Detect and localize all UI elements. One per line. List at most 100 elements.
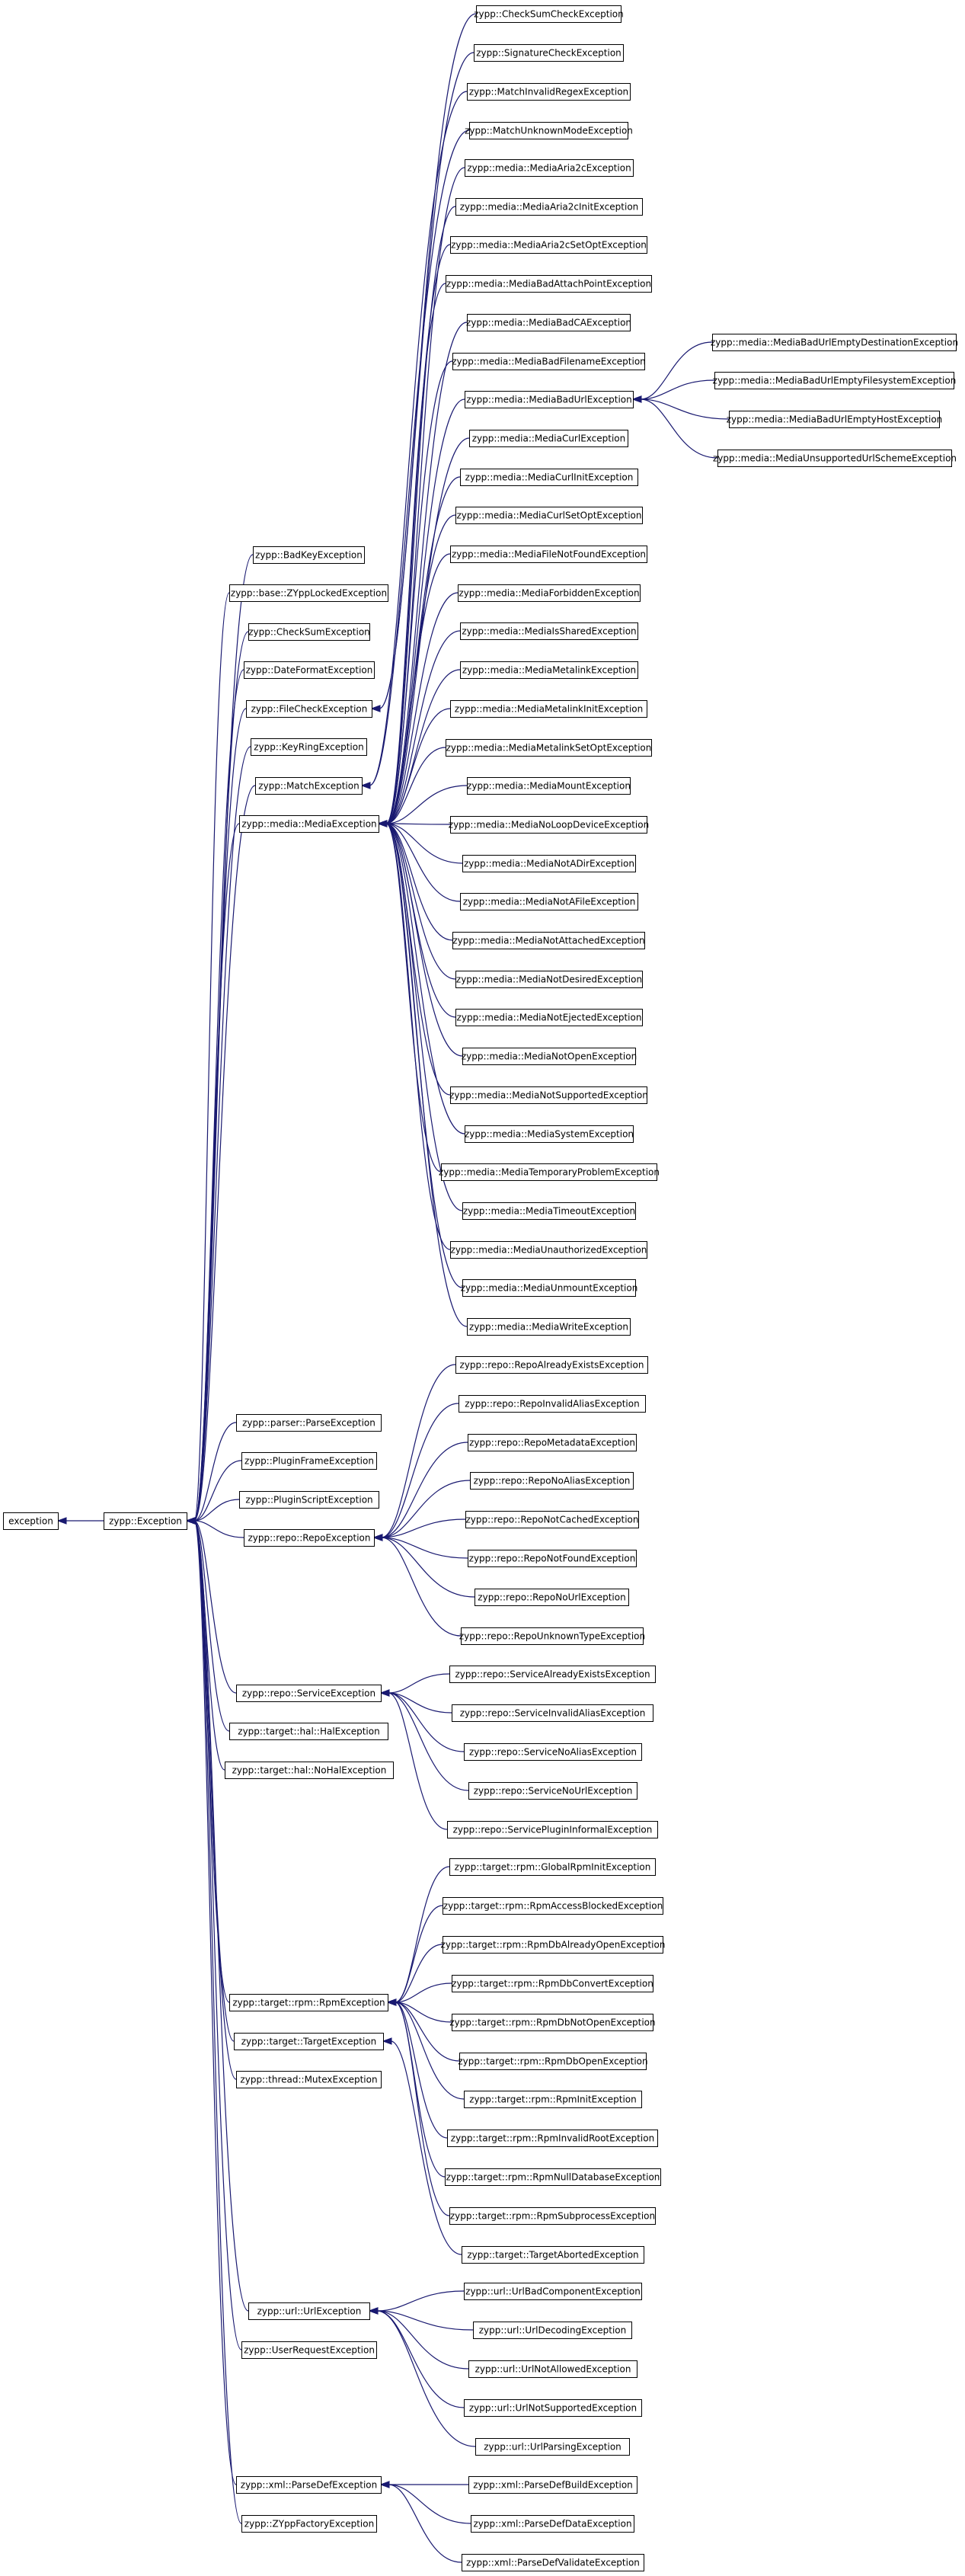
- class-node-zypp-media-mediaforbiddenexception[interactable]: zypp::media::MediaForbiddenException: [458, 584, 641, 602]
- class-node-zypp-media-mediatemporaryproblemexception[interactable]: zypp::media::MediaTemporaryProblemExcept…: [439, 1163, 660, 1181]
- class-node-zypp-repo-servicealreadyexistsexception[interactable]: zypp::repo::ServiceAlreadyExistsExceptio…: [449, 1666, 656, 1683]
- class-node-zypp-base-zypplockedexception[interactable]: zypp::base::ZYppLockedException: [229, 584, 388, 602]
- class-node-zypp-media-mediaaria2csetoptexception[interactable]: zypp::media::MediaAria2cSetOptException: [450, 236, 647, 254]
- class-node-zypp-media-medianotopenexception[interactable]: zypp::media::MediaNotOpenException: [462, 1048, 637, 1065]
- class-node-zypp-xml-parsedefdataexception[interactable]: zypp::xml::ParseDefDataException: [471, 2515, 634, 2533]
- class-node-zypp-media-mediasystemexception[interactable]: zypp::media::MediaSystemException: [465, 1125, 634, 1143]
- class-node-zypp-target-rpm-rpmdbalreadyopenexception[interactable]: zypp::target::rpm::RpmDbAlreadyOpenExcep…: [441, 1936, 666, 1954]
- class-node-zypp-media-mediacurlinitexception[interactable]: zypp::media::MediaCurlInitException: [460, 469, 638, 486]
- class-node-zypp-userrequestexception[interactable]: zypp::UserRequestException: [241, 2341, 377, 2359]
- class-node-zypp-zyppfactoryexception[interactable]: zypp::ZYppFactoryException: [241, 2515, 377, 2533]
- class-node-zypp-target-rpm-rpminvalidrootexception[interactable]: zypp::target::rpm::RpmInvalidRootExcepti…: [447, 2130, 658, 2147]
- class-node-zypp-media-mediaunauthorizedexception[interactable]: zypp::media::MediaUnauthorizedException: [450, 1241, 647, 1259]
- class-node-zypp-repo-reponoaliasexception[interactable]: zypp::repo::RepoNoAliasException: [470, 1472, 634, 1490]
- class-node-zypp-repo-repometadataexception[interactable]: zypp::repo::RepoMetadataException: [468, 1434, 637, 1451]
- class-node-zypp-checksumexception[interactable]: zypp::CheckSumException: [248, 623, 370, 641]
- class-node-zypp-repo-servicenoaliasexception[interactable]: zypp::repo::ServiceNoAliasException: [464, 1743, 642, 1761]
- class-node-zypp-repo-serviceplugininformalexception[interactable]: zypp::repo::ServicePluginInformalExcepti…: [447, 1821, 658, 1838]
- class-node-zypp-target-rpm-rpmaccessblockedexception[interactable]: zypp::target::rpm::RpmAccessBlockedExcep…: [443, 1897, 663, 1915]
- class-node-box: [468, 1550, 637, 1567]
- class-node-zypp-url-urlbadcomponentexception[interactable]: zypp::url::UrlBadComponentException: [464, 2283, 642, 2300]
- class-node-zypp-exception[interactable]: zypp::Exception: [104, 1512, 187, 1530]
- class-node-zypp-pluginframeexception[interactable]: zypp::PluginFrameException: [241, 1452, 377, 1470]
- class-node-zypp-matchexception[interactable]: zypp::MatchException: [255, 777, 363, 795]
- class-node-zypp-repo-reponotfoundexception[interactable]: zypp::repo::RepoNotFoundException: [468, 1550, 637, 1567]
- class-node-zypp-media-medianotsupportedexception[interactable]: zypp::media::MediaNotSupportedException: [449, 1086, 648, 1104]
- class-node-zypp-target-rpm-rpmdbopenexception[interactable]: zypp::target::rpm::RpmDbOpenException: [458, 2053, 648, 2070]
- class-node-zypp-url-urlexception[interactable]: zypp::url::UrlException: [248, 2302, 370, 2320]
- class-node-zypp-media-mediaaria2cinitexception[interactable]: zypp::media::MediaAria2cInitException: [455, 198, 643, 216]
- class-node-exception[interactable]: exception: [3, 1512, 59, 1530]
- class-node-label: zypp::media::MediaCurlException: [472, 434, 626, 444]
- class-node-zypp-matchinvalidregexexception[interactable]: zypp::MatchInvalidRegexException: [467, 83, 631, 101]
- class-node-label: zypp::target::rpm::RpmInitException: [469, 2094, 637, 2105]
- class-node-zypp-badkeyexception[interactable]: zypp::BadKeyException: [253, 546, 365, 564]
- class-node-zypp-filecheckexception[interactable]: zypp::FileCheckException: [246, 700, 372, 718]
- class-node-zypp-repo-reponotcachedexception[interactable]: zypp::repo::RepoNotCachedException: [465, 1511, 639, 1528]
- class-node-box: [450, 1086, 647, 1104]
- class-node-zypp-media-medianotattachedexception[interactable]: zypp::media::MediaNotAttachedException: [452, 932, 645, 949]
- class-node-zypp-media-mediametalinkinitexception[interactable]: zypp::media::MediaMetalinkInitException: [450, 700, 647, 718]
- class-node-zypp-repo-serviceinvalidaliasexception[interactable]: zypp::repo::ServiceInvalidAliasException: [452, 1704, 653, 1722]
- class-node-zypp-xml-parsedefvalidateexception[interactable]: zypp::xml::ParseDefValidateException: [462, 2554, 644, 2571]
- class-node-zypp-repo-repoinvalidaliasexception[interactable]: zypp::repo::RepoInvalidAliasException: [459, 1395, 646, 1413]
- class-node-zypp-url-urlnotallowedexception[interactable]: zypp::url::UrlNotAllowedException: [468, 2360, 637, 2378]
- class-node-zypp-media-mediaunmountexception[interactable]: zypp::media::MediaUnmountException: [461, 1279, 638, 1297]
- class-node-zypp-xml-parsedefbuildexception[interactable]: zypp::xml::ParseDefBuildException: [468, 2476, 637, 2494]
- class-node-zypp-media-mediabadcaexception[interactable]: zypp::media::MediaBadCAException: [466, 314, 631, 331]
- class-node-zypp-media-mediametalinkexception[interactable]: zypp::media::MediaMetalinkException: [460, 661, 638, 679]
- class-node-zypp-media-mediametalinksetoptexception[interactable]: zypp::media::MediaMetalinkSetOptExceptio…: [446, 739, 652, 757]
- class-node-zypp-target-rpm-globalrpminitexception[interactable]: zypp::target::rpm::GlobalRpmInitExceptio…: [449, 1858, 656, 1876]
- class-node-zypp-target-targetabortedexception[interactable]: zypp::target::TargetAbortedException: [462, 2246, 644, 2264]
- class-node-zypp-media-medianotejectedexception[interactable]: zypp::media::MediaNotEjectedException: [455, 1009, 643, 1026]
- class-node-zypp-media-mediabadurlemptyhostexception[interactable]: zypp::media::MediaBadUrlEmptyHostExcepti…: [727, 411, 943, 428]
- class-node-zypp-url-urlnotsupportedexception[interactable]: zypp::url::UrlNotSupportedException: [464, 2399, 642, 2417]
- class-node-zypp-repo-repoalreadyexistsexception[interactable]: zypp::repo::RepoAlreadyExistsException: [455, 1356, 648, 1374]
- class-node-zypp-repo-serviceexception[interactable]: zypp::repo::ServiceException: [236, 1685, 382, 1702]
- class-node-zypp-media-mediamountexception[interactable]: zypp::media::MediaMountException: [467, 777, 631, 795]
- class-node-zypp-repo-reponourlexception[interactable]: zypp::repo::RepoNoUrlException: [475, 1589, 629, 1606]
- class-node-zypp-media-mediabadurlemptydestinationexception[interactable]: zypp::media::MediaBadUrlEmptyDestination…: [711, 334, 958, 351]
- class-node-zypp-target-rpm-rpmnulldatabaseexception[interactable]: zypp::target::rpm::RpmNullDatabaseExcept…: [445, 2168, 661, 2186]
- class-node-zypp-url-urldecodingexception[interactable]: zypp::url::UrlDecodingException: [473, 2322, 632, 2339]
- class-node-zypp-keyringexception[interactable]: zypp::KeyRingException: [251, 738, 367, 756]
- class-node-zypp-media-medianotafileexception[interactable]: zypp::media::MediaNotAFileException: [460, 893, 638, 910]
- class-node-zypp-xml-parsedefexception[interactable]: zypp::xml::ParseDefException: [236, 2476, 382, 2494]
- class-node-zypp-media-mediacurlsetoptexception[interactable]: zypp::media::MediaCurlSetOptException: [455, 507, 643, 524]
- class-node-zypp-media-mediabadurlemptyfilesystemexception[interactable]: zypp::media::MediaBadUrlEmptyFilesystemE…: [713, 372, 957, 389]
- class-node-zypp-matchunknownmodeexception[interactable]: zypp::MatchUnknownModeException: [465, 122, 633, 139]
- class-node-zypp-target-hal-nohalexception[interactable]: zypp::target::hal::NoHalException: [225, 1762, 394, 1779]
- class-node-zypp-media-mediacurlexception[interactable]: zypp::media::MediaCurlException: [469, 430, 628, 447]
- class-node-zypp-target-rpm-rpmdbconvertexception[interactable]: zypp::target::rpm::RpmDbConvertException: [452, 1975, 653, 1992]
- class-node-zypp-media-mediaunsupportedurlschemeexception[interactable]: zypp::media::MediaUnsupportedUrlSchemeEx…: [713, 450, 957, 467]
- class-node-zypp-url-urlparsingexception[interactable]: zypp::url::UrlParsingException: [475, 2438, 630, 2456]
- class-node-zypp-repo-servicenourlexception[interactable]: zypp::repo::ServiceNoUrlException: [468, 1782, 637, 1800]
- class-node-zypp-media-medianotadirexception[interactable]: zypp::media::MediaNotADirException: [462, 855, 636, 872]
- class-node-zypp-media-medianotdesiredexception[interactable]: zypp::media::MediaNotDesiredException: [455, 971, 643, 988]
- class-node-zypp-target-rpm-rpminitexception[interactable]: zypp::target::rpm::RpmInitException: [464, 2091, 642, 2108]
- class-node-zypp-target-hal-halexception[interactable]: zypp::target::hal::HalException: [229, 1723, 388, 1740]
- class-node-zypp-media-mediawriteexception[interactable]: zypp::media::MediaWriteException: [467, 1318, 631, 1336]
- class-node-zypp-media-mediatimeoutexception[interactable]: zypp::media::MediaTimeoutException: [462, 1202, 636, 1220]
- class-node-zypp-repo-repoexception[interactable]: zypp::repo::RepoException: [244, 1529, 375, 1547]
- class-node-zypp-target-targetexception[interactable]: zypp::target::TargetException: [234, 2033, 384, 2050]
- class-node-zypp-media-mediaaria2cexception[interactable]: zypp::media::MediaAria2cException: [465, 159, 634, 177]
- class-node-zypp-media-medianoloopdeviceexception[interactable]: zypp::media::MediaNoLoopDeviceException: [449, 816, 649, 834]
- class-node-zypp-media-mediabadurlexception[interactable]: zypp::media::MediaBadUrlException: [465, 391, 634, 408]
- class-node-zypp-media-mediabadfilenameexception[interactable]: zypp::media::MediaBadFilenameException: [452, 353, 646, 370]
- class-node-zypp-media-mediaissharedexception[interactable]: zypp::media::MediaIsSharedException: [460, 622, 638, 640]
- class-node-zypp-signaturecheckexception[interactable]: zypp::SignatureCheckException: [474, 44, 624, 62]
- class-node-zypp-dateformatexception[interactable]: zypp::DateFormatException: [244, 661, 375, 679]
- class-node-zypp-thread-mutexexception[interactable]: zypp::thread::MutexException: [236, 2071, 382, 2088]
- class-node-zypp-target-rpm-rpmdbnotopenexception[interactable]: zypp::target::rpm::RpmDbNotOpenException: [449, 2014, 656, 2031]
- class-node-zypp-target-rpm-rpmsubprocessexception[interactable]: zypp::target::rpm::RpmSubprocessExceptio…: [449, 2207, 656, 2225]
- class-node-zypp-checksumcheckexception[interactable]: zypp::CheckSumCheckException: [474, 5, 624, 23]
- class-node-zypp-repo-repounknowntypeexception[interactable]: zypp::repo::RepoUnknownTypeException: [459, 1627, 645, 1645]
- class-node-zypp-target-rpm-rpmexception[interactable]: zypp::target::rpm::RpmException: [229, 1994, 388, 2011]
- class-node-zypp-media-mediafilenotfoundexception[interactable]: zypp::media::MediaFileNotFoundException: [450, 546, 647, 563]
- class-node-zypp-media-mediabadattachpointexception[interactable]: zypp::media::MediaBadAttachPointExceptio…: [446, 275, 652, 293]
- class-node-zypp-parser-parseexception[interactable]: zypp::parser::ParseException: [236, 1414, 382, 1432]
- class-node-zypp-media-mediaexception[interactable]: zypp::media::MediaException: [239, 815, 379, 833]
- inheritance-edge-zypp-media-mediacurlexception: [377, 437, 470, 827]
- class-node-zypp-pluginscriptexception[interactable]: zypp::PluginScriptException: [239, 1491, 379, 1509]
